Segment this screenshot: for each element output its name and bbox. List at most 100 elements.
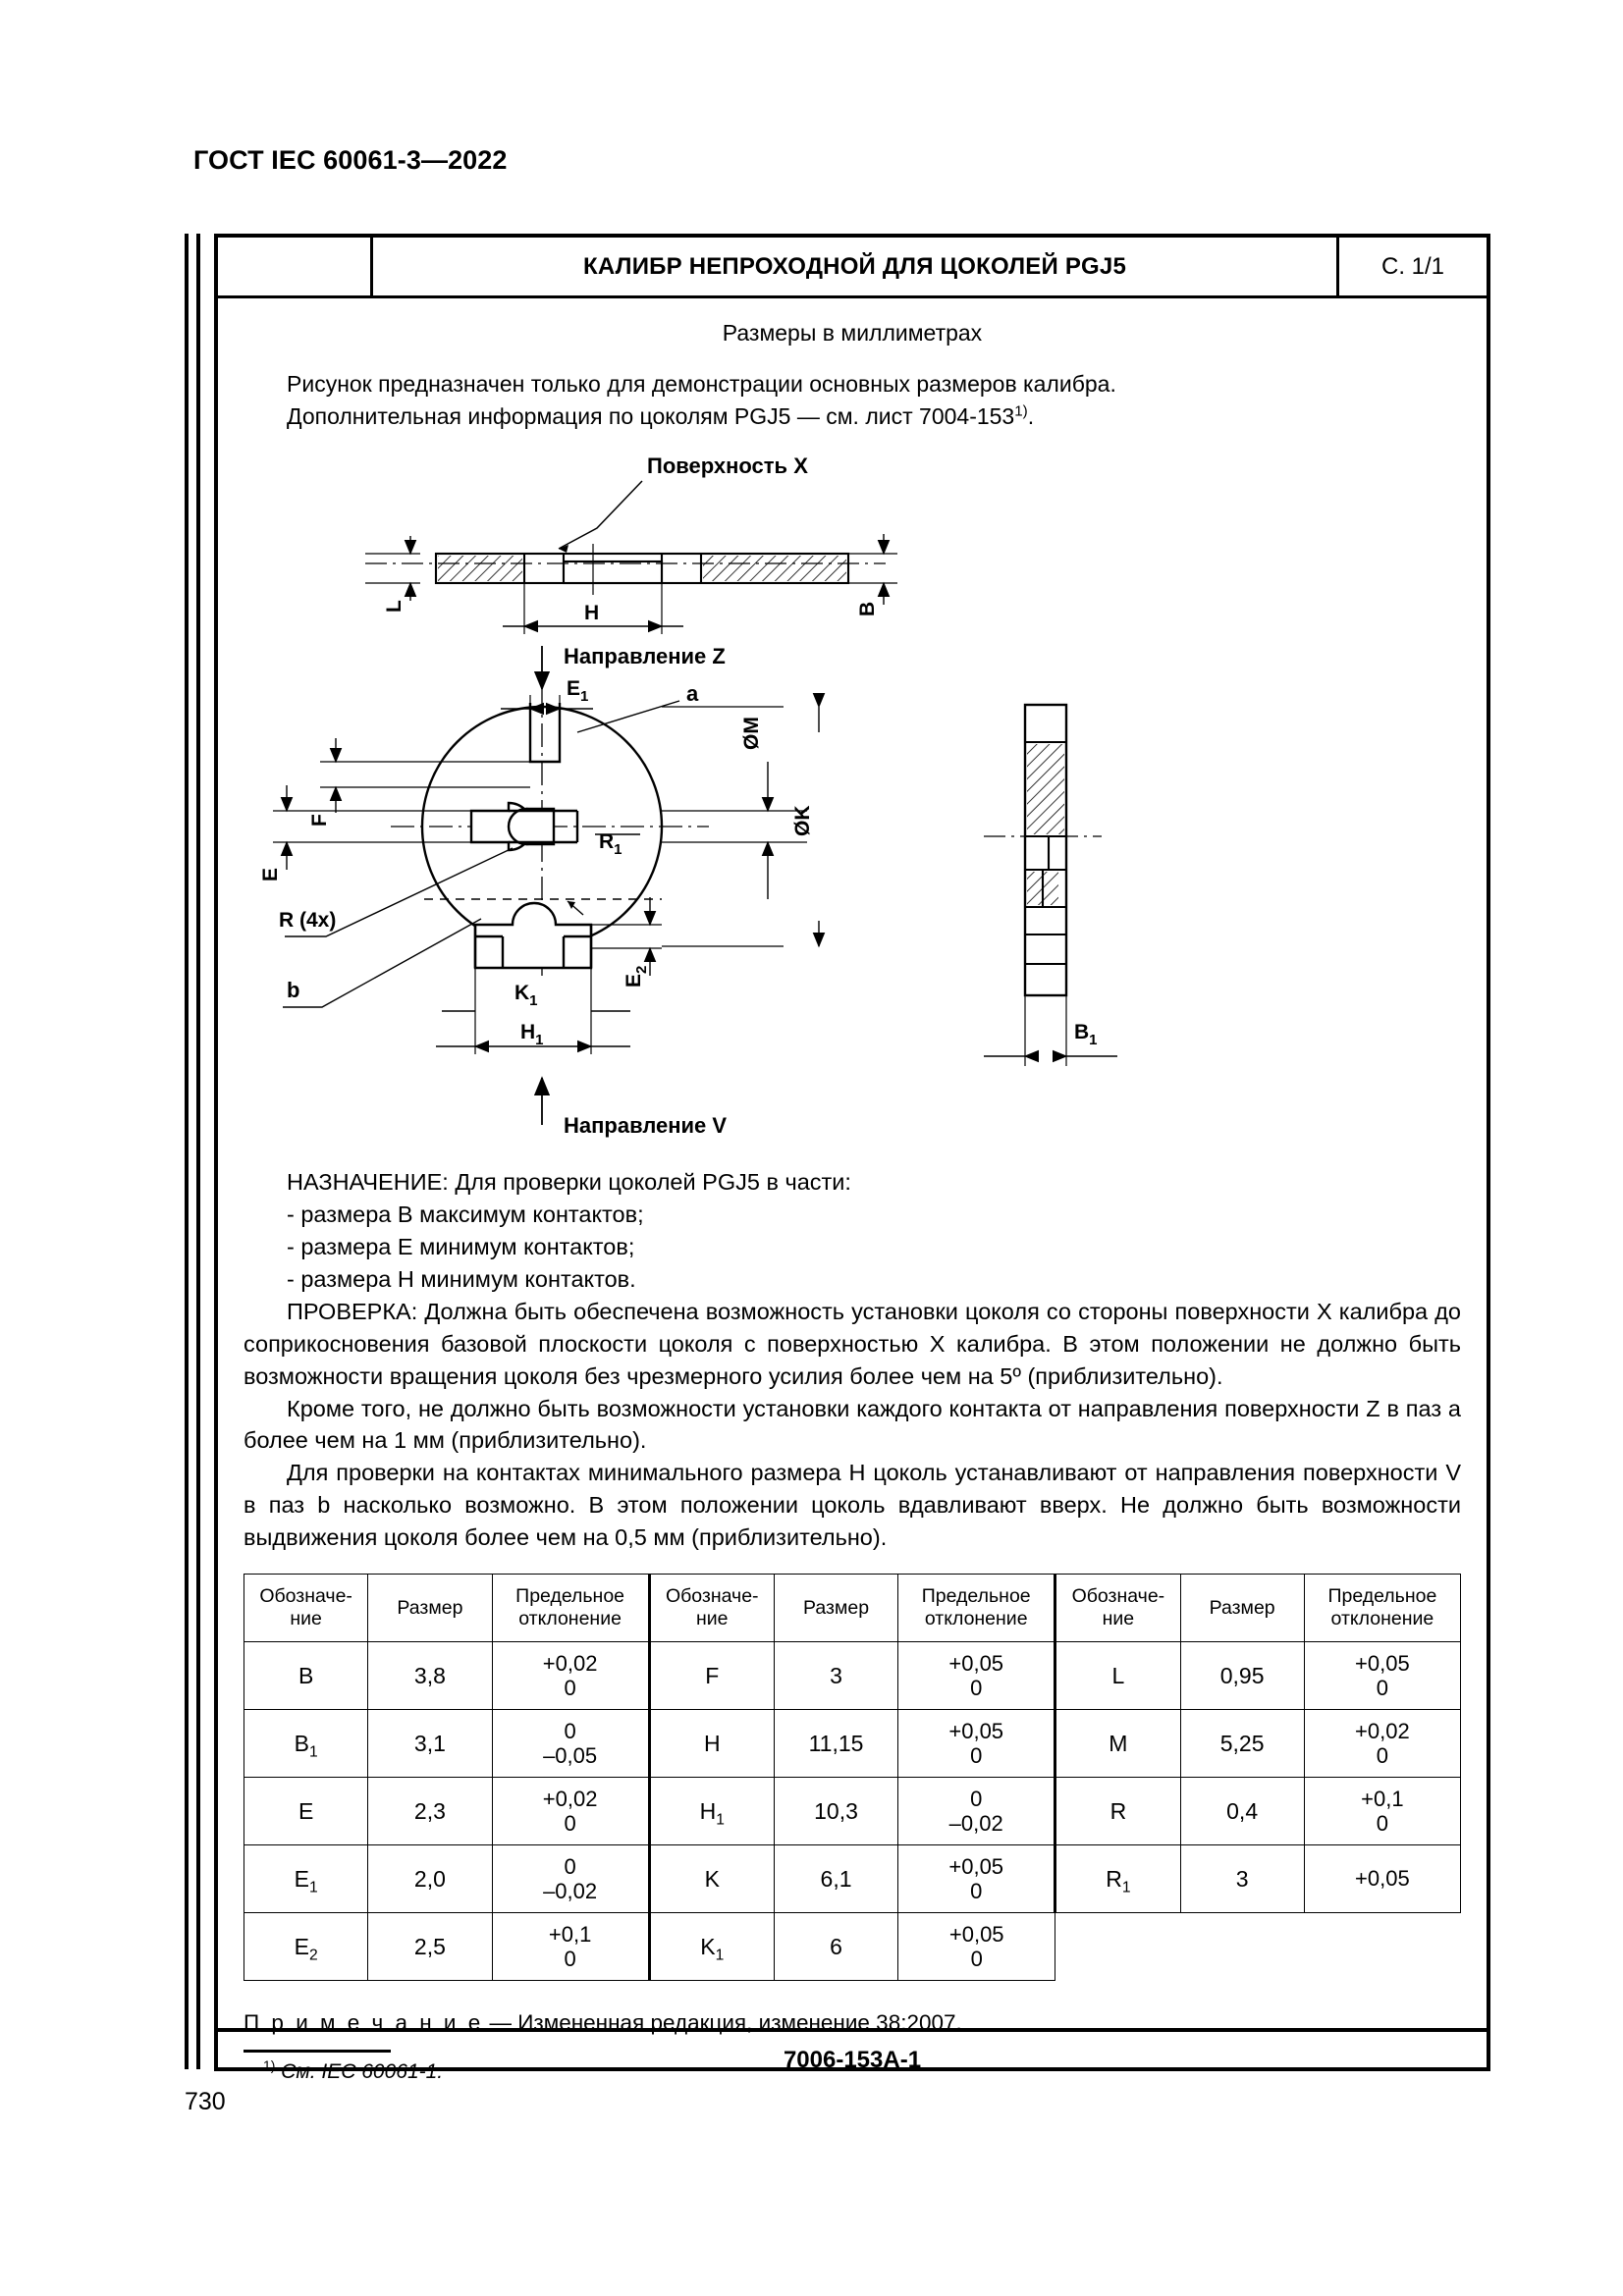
cell-symbol: K [647,1844,775,1913]
dim-E: E [259,868,282,881]
page-folio: 730 [185,2088,226,2115]
cell-symbol: H1 [647,1777,775,1845]
dimension-table: Обозначе- ние Размер Предельное отклонен… [243,1574,1462,1981]
dim-K: ØK [791,806,814,837]
cell-symbol: K1 [647,1912,775,1981]
dim-b: b [287,978,299,1002]
footnote-ref: 1) [1014,402,1028,419]
cell-tolerance: 0–0,05 [491,1709,650,1778]
cell-symbol: M [1054,1709,1181,1778]
cell-symbol: R [1054,1777,1181,1845]
lead-line-2-end: . [1027,402,1035,429]
cell-symbol: F [647,1641,775,1710]
dim-B: B [856,602,879,616]
header-left-cell [218,238,373,295]
purpose-heading: НАЗНАЧЕНИЕ: Для проверки цоколей PGJ5 в … [287,1169,851,1196]
check-paragraph-1: ПРОВЕРКА: Должна быть обеспечена возможн… [243,1298,1461,1389]
label-direction-v: Направление V [564,1113,727,1138]
running-head: ГОСТ IEC 60061-3—2022 [193,145,508,175]
cell-symbol: R1 [1054,1844,1181,1913]
check-paragraph-2: Кроме того, не должно быть возможности у… [243,1395,1461,1454]
dim-F: F [308,814,331,827]
dim-K1: K1 [514,982,538,1009]
cell-symbol: H [647,1709,775,1778]
cell-tolerance [1304,1913,1460,1981]
cell-size: 0,4 [1179,1777,1305,1845]
cell-size: 2,3 [367,1777,493,1845]
cell-symbol [1055,1913,1180,1981]
footnote-line: 1) См. IEC 60061-1. [218,2053,1487,2084]
dim-E1: E1 [567,677,588,705]
cell-size: 3 [773,1641,899,1710]
header-tolerance-3: Предельное отклонение [1303,1574,1462,1642]
units-line: Размеры в миллиметрах [722,320,983,346]
technical-drawing: Поверхность X [218,438,1487,1164]
dim-R-4x: R (4x) [279,909,336,932]
label-direction-z: Направление Z [564,644,726,668]
cell-size: 6,1 [773,1844,899,1913]
cell-tolerance: 0–0,02 [491,1844,650,1913]
lead-line-2: Дополнительная информация по цоколям PGJ… [287,400,1487,433]
header-tolerance-1: Предельное отклонение [491,1574,650,1642]
cell-size: 2,0 [367,1844,493,1913]
check-paragraph-3: Для проверки на контактах минимального р… [243,1460,1461,1551]
header-symbol-2: Обозначе- ние [647,1574,775,1642]
header-symbol-3: Обозначе- ние [1054,1574,1181,1642]
prose-block: НАЗНАЧЕНИЕ: Для проверки цоколей PGJ5 в … [218,1166,1487,1554]
cell-symbol: L [1054,1641,1181,1710]
sheet-id-band: 7006-153А-1 [218,2028,1487,2089]
datasheet-body: Размеры в миллиметрах Рисунок предназнач… [218,320,1487,2089]
dim-H1: H1 [520,1021,544,1048]
cell-symbol: E1 [243,1844,369,1913]
lead-paragraph: Рисунок предназначен только для демонстр… [218,368,1487,432]
cell-size: 6 [773,1912,899,1981]
dim-M: ØM [740,717,763,750]
lead-line-2-text: Дополнительная информация по цоколям PGJ… [287,402,1015,429]
datasheet-page-label: С. 1/1 [1380,252,1445,280]
purpose-bullet-2: - размера E минимум контактов; [287,1234,635,1260]
cell-size: 3 [1179,1844,1305,1913]
dim-E2: E2 [622,966,650,988]
cell-size: 0,95 [1179,1641,1305,1710]
footnote-text: См. IEC 60061-1. [275,2060,444,2083]
header-size-2: Размер [773,1574,899,1642]
cell-tolerance: 0–0,02 [897,1777,1056,1845]
dim-H: H [584,602,599,624]
cell-symbol: E [243,1777,369,1845]
datasheet-header: КАЛИБР НЕПРОХОДНОЙ ДЛЯ ЦОКОЛЕЙ PGJ5 С. 1… [218,238,1487,298]
cell-symbol: E2 [243,1912,369,1981]
cell-size: 3,1 [367,1709,493,1778]
header-symbol-1: Обозначе- ние [243,1574,369,1642]
datasheet-frame: КАЛИБР НЕПРОХОДНОЙ ДЛЯ ЦОКОЛЕЙ PGJ5 С. 1… [214,234,1490,2083]
cell-size: 5,25 [1179,1709,1305,1778]
header-size-3: Размер [1179,1574,1305,1642]
purpose-bullet-1: - размера B максимум контактов; [287,1201,644,1228]
cell-symbol: B1 [243,1709,369,1778]
cell-tolerance: +0,05 [1303,1844,1462,1913]
table-header-row: Обозначе- ние Размер Предельное отклонен… [243,1574,1462,1642]
cell-symbol: B [243,1641,369,1710]
margin-rule-inner [196,234,200,2069]
dim-a: a [686,681,699,706]
dim-L: L [383,600,406,613]
dim-B1: B1 [1074,1021,1098,1048]
cell-size: 11,15 [773,1709,899,1778]
margin-rule-outer [185,234,189,2069]
